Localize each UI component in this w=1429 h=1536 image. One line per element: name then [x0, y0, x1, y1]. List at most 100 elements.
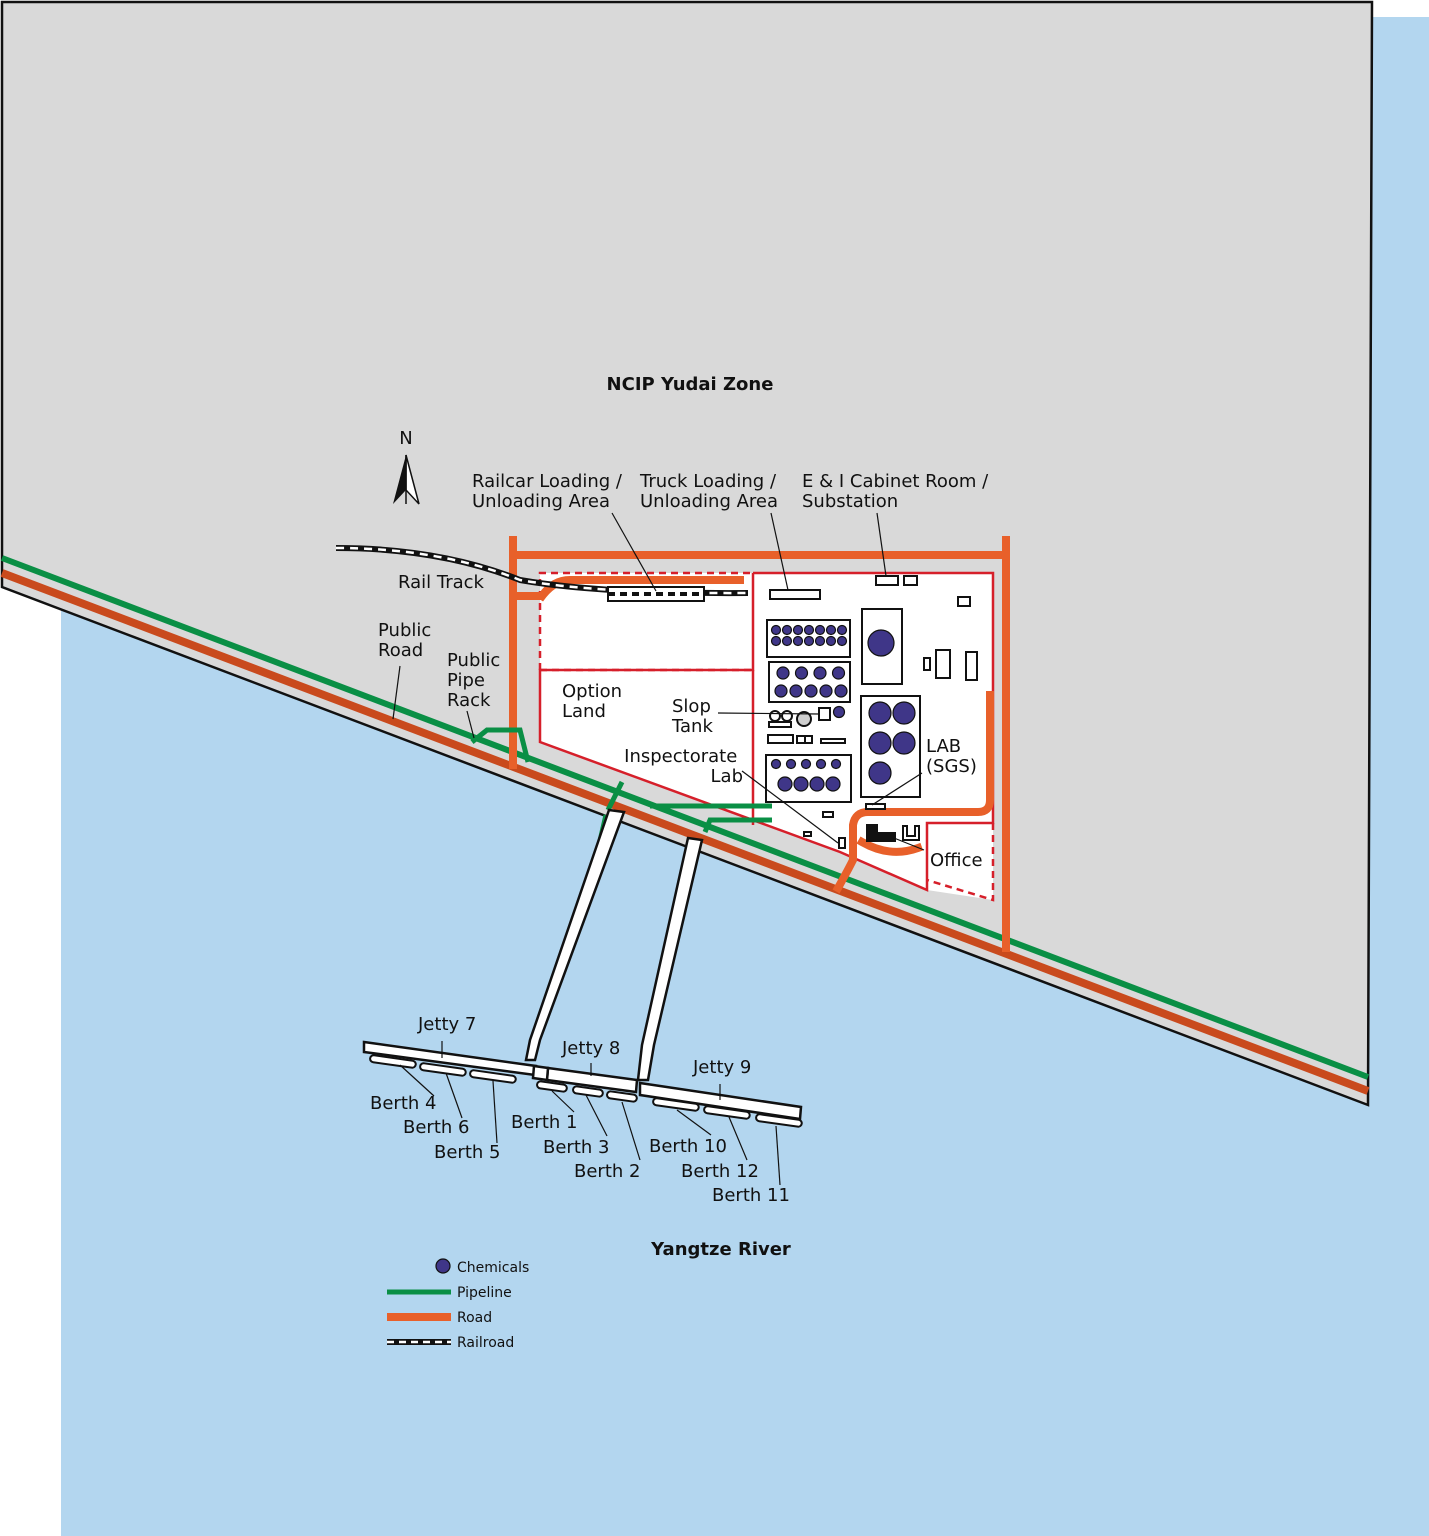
slop-small-3 — [796, 735, 806, 744]
jetty-7-label: Jetty 7 — [417, 1014, 476, 1035]
berth-12-label: Berth 12 — [681, 1161, 759, 1182]
berth-12-marker — [703, 1105, 751, 1120]
chemical-tank-38 — [892, 731, 916, 755]
berth-11-label: Berth 11 — [712, 1185, 790, 1206]
chemical-tank-2 — [781, 624, 793, 636]
chemical-tank-19 — [774, 684, 788, 698]
legend-chemicals-label: Chemicals — [457, 1260, 529, 1276]
legend-pipeline-label: Pipeline — [457, 1285, 512, 1301]
inspectorate-lab-building — [838, 837, 846, 849]
berth-10-marker — [652, 1097, 700, 1112]
railcar-area-dashed-border — [538, 571, 753, 670]
public-pipe-rack-label: Public Pipe Rack — [447, 650, 506, 711]
chemical-tank-32 — [809, 776, 825, 792]
legend: Chemicals Pipeline Road Railroad — [387, 1258, 529, 1351]
railcar-area-label: Railcar Loading / Unloading Area — [472, 471, 628, 512]
inspectorate-lab-label: Inspectorate Lab — [624, 746, 743, 787]
north-label: N — [399, 428, 412, 449]
chemical-tank-23 — [834, 684, 848, 698]
rail-track-label: Rail Track — [398, 572, 485, 593]
lab-sgs-building — [865, 803, 886, 810]
jetty-9-deck — [638, 1081, 803, 1121]
berth-1-label: Berth 1 — [511, 1112, 577, 1133]
chemical-tank-35 — [868, 701, 892, 725]
public-pipeline-line — [0, 555, 1370, 1080]
chemical-tank-8 — [770, 635, 782, 647]
office-annex — [902, 825, 920, 841]
berth-4-label: Berth 4 — [370, 1093, 436, 1114]
chemical-tank-3 — [792, 624, 804, 636]
option-land-label: Option Land — [562, 681, 628, 722]
chemical-tank-18 — [831, 666, 846, 680]
public-road-line — [0, 569, 1370, 1095]
chemical-tank-17 — [813, 666, 827, 680]
chemical-tank-15 — [776, 666, 790, 680]
public-road-label: Public Road — [378, 620, 437, 661]
pump-house — [935, 649, 951, 679]
chemical-tank-36 — [892, 701, 916, 725]
legend-railroad-label: Railroad — [457, 1335, 514, 1351]
chemical-tank-28 — [815, 758, 827, 770]
chemical-tank-25 — [770, 758, 782, 770]
building-e — [965, 651, 978, 681]
berth-3-marker — [572, 1085, 604, 1098]
berth-2-marker — [606, 1090, 638, 1103]
chemical-tank-26 — [785, 758, 797, 770]
chemical-tank-39 — [868, 761, 892, 785]
chemical-tank-21 — [804, 684, 818, 698]
berth-5-label: Berth 5 — [434, 1142, 500, 1163]
cabinet-room-b — [903, 575, 918, 586]
chemical-tank-6 — [825, 624, 837, 636]
slop-tank-label: Slop Tank — [671, 696, 717, 737]
chemical-tank-22 — [819, 684, 833, 698]
jetty-link — [531, 1064, 550, 1082]
chemical-tank-31 — [793, 776, 809, 792]
chemical-tank-33 — [825, 776, 841, 792]
slop-small-5 — [820, 738, 846, 744]
small-building-mid — [822, 811, 834, 818]
chemical-tank-27 — [800, 758, 812, 770]
slop-small-1 — [768, 721, 792, 728]
slop-small-2 — [767, 734, 794, 744]
jetty-decks — [362, 1040, 803, 1121]
river-title: Yangtze River — [650, 1239, 791, 1260]
lab-sgs-label: LAB (SGS) — [926, 736, 977, 777]
berth-5-marker — [469, 1069, 517, 1084]
berth-markers — [369, 1054, 803, 1128]
berth-10-label: Berth 10 — [649, 1136, 727, 1157]
jetty-9-label: Jetty 9 — [692, 1057, 751, 1078]
chemical-tank-20 — [789, 684, 803, 698]
truck-loading-platform — [769, 589, 821, 600]
berth-6-label: Berth 6 — [403, 1117, 469, 1138]
chemical-tank-37 — [868, 731, 892, 755]
chemical-tank-34 — [867, 629, 895, 657]
slop-small-4 — [804, 735, 813, 744]
office-building — [866, 824, 896, 842]
chemical-tank-13 — [825, 635, 837, 647]
small-building-w — [803, 831, 812, 837]
expansion-dashed-border — [926, 823, 995, 902]
chemical-tank-24 — [832, 705, 846, 719]
jetty-trestles — [524, 808, 704, 1082]
berth-4-marker — [369, 1054, 417, 1069]
chemical-tank-16 — [794, 666, 809, 680]
berth-11-marker — [755, 1113, 803, 1128]
expansion-area — [927, 823, 993, 900]
chemical-tanks — [770, 624, 916, 792]
slop-equipment-box — [818, 707, 831, 721]
chemical-tank-12 — [814, 635, 826, 647]
small-building-ne — [957, 596, 971, 607]
berth-6-marker — [419, 1062, 467, 1077]
pump-small-a — [923, 657, 931, 671]
chemicals-dot-icon — [435, 1258, 451, 1274]
chemical-tank-14 — [836, 635, 848, 647]
callout-lines — [392, 512, 925, 1186]
chemical-tank-7 — [836, 624, 848, 636]
chemical-tank-5 — [814, 624, 826, 636]
cabinet-room-label: E & I Cabinet Room / Substation — [802, 471, 994, 512]
berth-3-label: Berth 3 — [543, 1137, 609, 1158]
office-label: Office — [930, 850, 983, 871]
legend-road-label: Road — [457, 1310, 492, 1326]
berth-2-label: Berth 2 — [574, 1161, 640, 1182]
